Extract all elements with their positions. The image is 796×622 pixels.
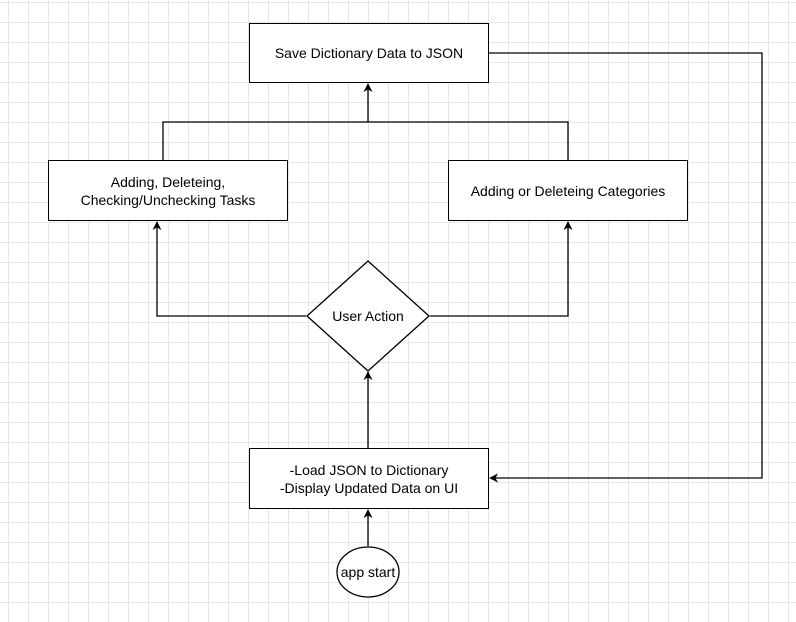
edge-categories-to-save: [363, 83, 569, 160]
decision-diamond-shape: [306, 260, 430, 372]
edge-tasks-to-save: [162, 121, 368, 160]
save-json-process-box[interactable]: Save Dictionary Data to JSON: [249, 23, 489, 83]
task-actions-label: Adding, Deleteing, Checking/Unchecking T…: [80, 173, 256, 208]
task-actions-process-box[interactable]: Adding, Deleteing, Checking/Unchecking T…: [48, 160, 288, 221]
category-actions-label: Adding or Deleteing Categories: [470, 182, 666, 199]
edge-decision-to-categories: [430, 221, 573, 317]
start-ellipse-shape: [336, 546, 400, 598]
user-action-decision[interactable]: User Action: [306, 260, 430, 372]
load-json-process-box[interactable]: -Load JSON to Dictionary -Display Update…: [249, 448, 489, 509]
category-actions-process-box[interactable]: Adding or Deleteing Categories: [448, 160, 688, 221]
edge-save-to-load: [489, 52, 763, 483]
load-json-label: -Load JSON to Dictionary -Display Update…: [279, 461, 459, 496]
edge-decision-to-tasks: [152, 221, 306, 317]
save-json-label: Save Dictionary Data to JSON: [274, 45, 464, 61]
app-start-terminal[interactable]: app start: [336, 546, 400, 598]
